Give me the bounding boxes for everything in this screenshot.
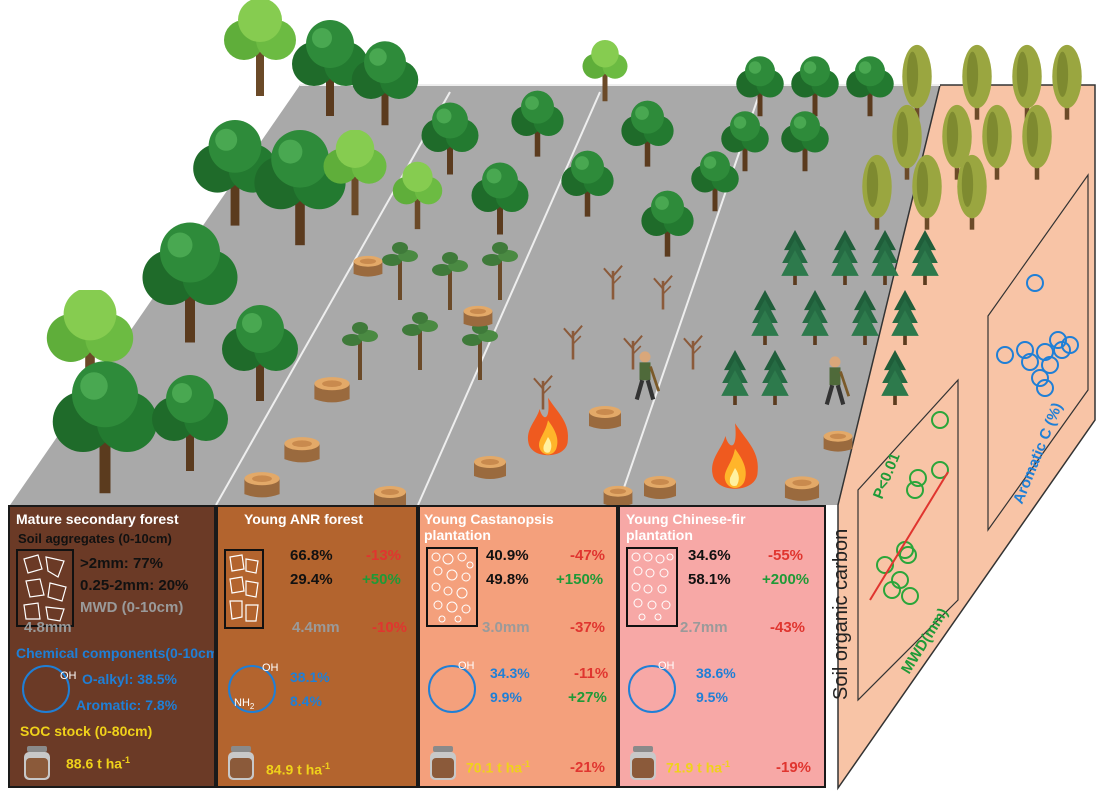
- panel-title: Mature secondary forest: [16, 511, 179, 527]
- molecule-icon: [628, 665, 676, 713]
- panel-young-chinese-fir-plantation: Young Chinese-fir plantation 34.6% -55% …: [618, 505, 826, 788]
- soil-jar-icon: [22, 745, 52, 781]
- agg-025-value: 0.25-2mm: 20%: [80, 577, 189, 594]
- agg-gt2-value: >2mm: 77%: [80, 555, 163, 572]
- aromatic-value: Aromatic: 7.8%: [76, 697, 178, 713]
- mwd-change: -37%: [570, 619, 606, 636]
- mwd-heading: MWD (0-10cm): [80, 599, 184, 616]
- soc-unit-sup: -1: [722, 759, 731, 769]
- mwd-value: 3.0mm: [482, 619, 530, 636]
- soc-change: -21%: [570, 759, 606, 776]
- oh-label: OH: [60, 670, 77, 682]
- agg-025-value: 49.8%: [486, 571, 529, 588]
- o-alkyl-change: -11%: [574, 665, 609, 682]
- mwd-value: 2.7mm: [680, 619, 728, 636]
- panel-title-line2: plantation: [626, 527, 693, 543]
- agg-gt2-value: 40.9%: [486, 547, 529, 564]
- aromatic-value: 9.5%: [696, 689, 728, 705]
- molecule-icon: [228, 665, 276, 713]
- agg-gt2-value: 34.6%: [688, 547, 731, 564]
- soc-value: 84.9 t ha-1: [266, 761, 330, 778]
- agg-025-change: +50%: [362, 571, 401, 588]
- aggregate-icon: [426, 547, 478, 627]
- nh2-text: NH: [234, 697, 250, 709]
- oh-label: OH: [262, 662, 279, 674]
- panel-young-castanopsis-plantation: Young Castanopsis plantation 40.9% -47% …: [418, 505, 618, 788]
- oh-label: OH: [658, 660, 675, 672]
- soc-number: 88.6 t ha: [66, 755, 123, 772]
- oh-label: OH: [458, 660, 475, 672]
- soc-unit-sup: -1: [522, 759, 531, 769]
- soc-number: 71.9 t ha: [666, 759, 723, 776]
- soc-change: -19%: [776, 759, 812, 776]
- soc-value: 71.9 t ha-1: [666, 759, 730, 776]
- aggregate-icon: [626, 547, 678, 627]
- agg-025-change: +150%: [556, 571, 604, 588]
- aggregate-icon: [16, 549, 74, 627]
- soc-value: 88.6 t ha-1: [66, 755, 130, 772]
- o-alkyl-value: 38.6%: [696, 665, 736, 681]
- soil-jar-icon: [628, 745, 658, 781]
- soil-aggregates-heading: Soil aggregates (0-10cm): [18, 531, 172, 546]
- soc-value: 70.1 t ha-1: [466, 759, 530, 776]
- panel-young-anr-forest: Young ANR forest 66.8% -13% 29.4% +50% 4…: [216, 505, 418, 788]
- aggregate-icon: [224, 549, 264, 629]
- aromatic-change: +27%: [568, 689, 607, 706]
- soil-jar-icon: [226, 745, 256, 781]
- soc-unit-sup: -1: [122, 755, 131, 765]
- soil-jar-icon: [428, 745, 458, 781]
- agg-gt2-change: -13%: [366, 547, 402, 564]
- molecule-icon: [22, 665, 70, 713]
- nh2-label: NH2: [234, 697, 254, 711]
- agg-gt2-change: -47%: [570, 547, 606, 564]
- aromatic-value: 8.4%: [290, 693, 322, 709]
- panel-title-line1: Young Castanopsis: [424, 511, 554, 527]
- o-alkyl-value: O-alkyl: 38.5%: [82, 671, 177, 687]
- agg-gt2-value: 66.8%: [290, 547, 333, 564]
- chemical-components-heading: Chemical components(0-10cm): [16, 645, 216, 661]
- soc-number: 84.9 t ha: [266, 761, 323, 778]
- panel-title: Young ANR forest: [244, 511, 363, 527]
- mwd-value: 4.4mm: [292, 619, 340, 636]
- panel-mature-secondary-forest: Mature secondary forest Soil aggregates …: [8, 505, 216, 788]
- nh2-sub: 2: [249, 702, 255, 712]
- aromatic-value: 9.9%: [490, 689, 522, 705]
- soc-stock-heading: SOC stock (0-80cm): [20, 723, 153, 739]
- agg-025-value: 29.4%: [290, 571, 333, 588]
- mwd-change: -10%: [372, 619, 408, 636]
- panel-title-line1: Young Chinese-fir: [626, 511, 746, 527]
- panel-title-line2: plantation: [424, 527, 491, 543]
- o-alkyl-value: 34.3%: [490, 665, 530, 681]
- soc-side-label: Soil organic carbon: [830, 528, 852, 700]
- mwd-change: -43%: [770, 619, 806, 636]
- soc-unit-sup: -1: [322, 761, 331, 771]
- agg-025-change: +200%: [762, 571, 810, 588]
- agg-025-value: 58.1%: [688, 571, 731, 588]
- molecule-icon: [428, 665, 476, 713]
- mwd-value: 4.8mm: [24, 619, 72, 636]
- agg-gt2-change: -55%: [768, 547, 804, 564]
- soc-number: 70.1 t ha: [466, 759, 523, 776]
- o-alkyl-value: 38.1%: [290, 669, 330, 685]
